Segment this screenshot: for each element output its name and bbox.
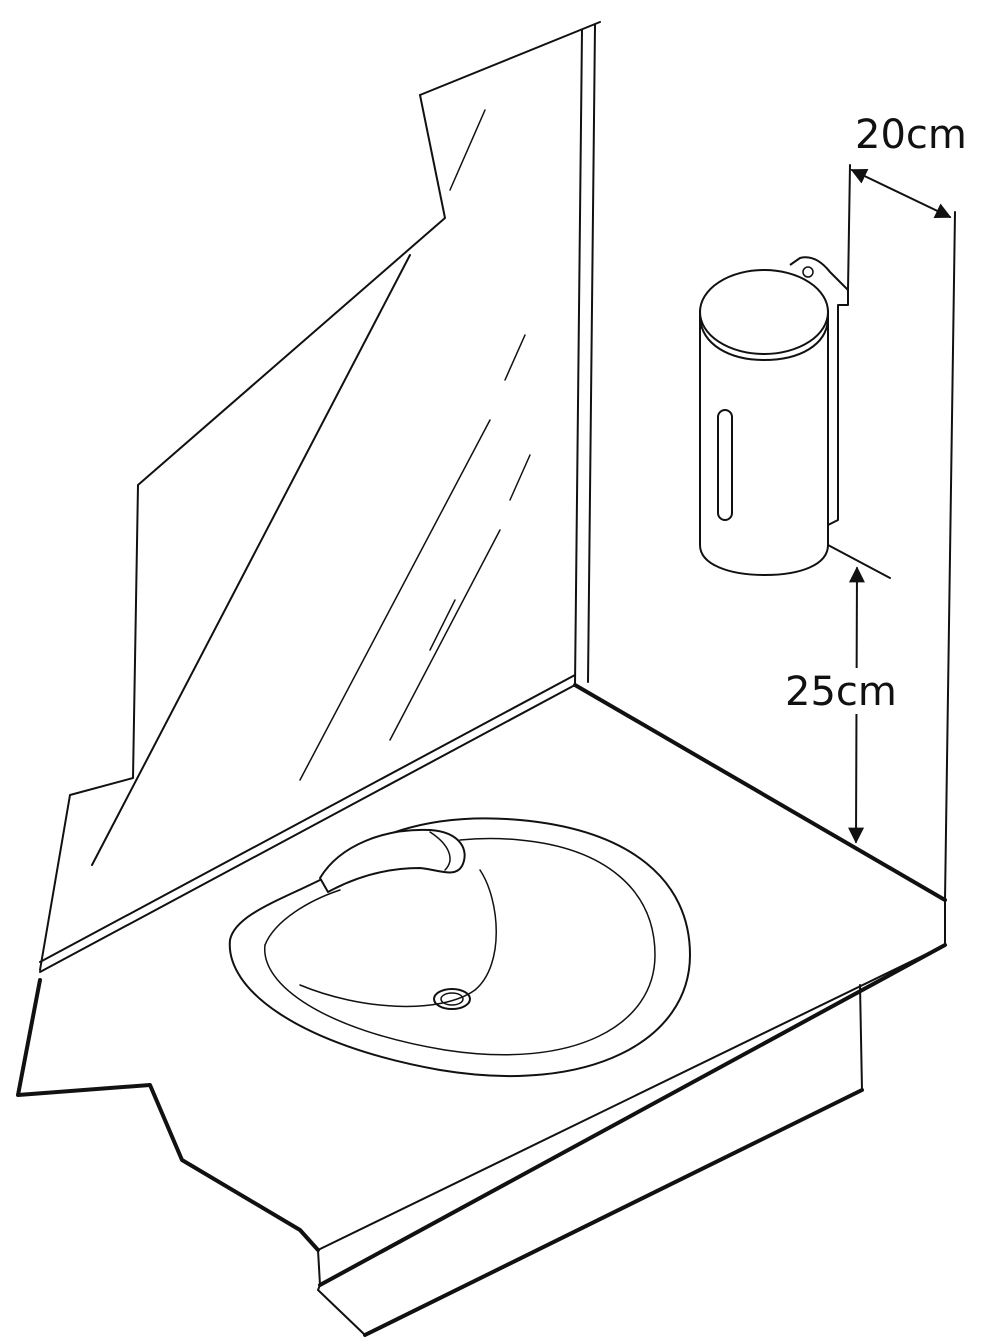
countertop [16,674,947,1337]
mirror [39,94,531,971]
height-dimension-label: 25cm [785,669,897,715]
dimension-depth: 20cm [847,112,967,901]
sink-basin [228,817,691,1078]
width-dimension-label: 20cm [855,112,967,158]
soap-dispenser [699,256,849,576]
dimension-height: 25cm [780,544,910,844]
wall-corner [419,21,601,686]
